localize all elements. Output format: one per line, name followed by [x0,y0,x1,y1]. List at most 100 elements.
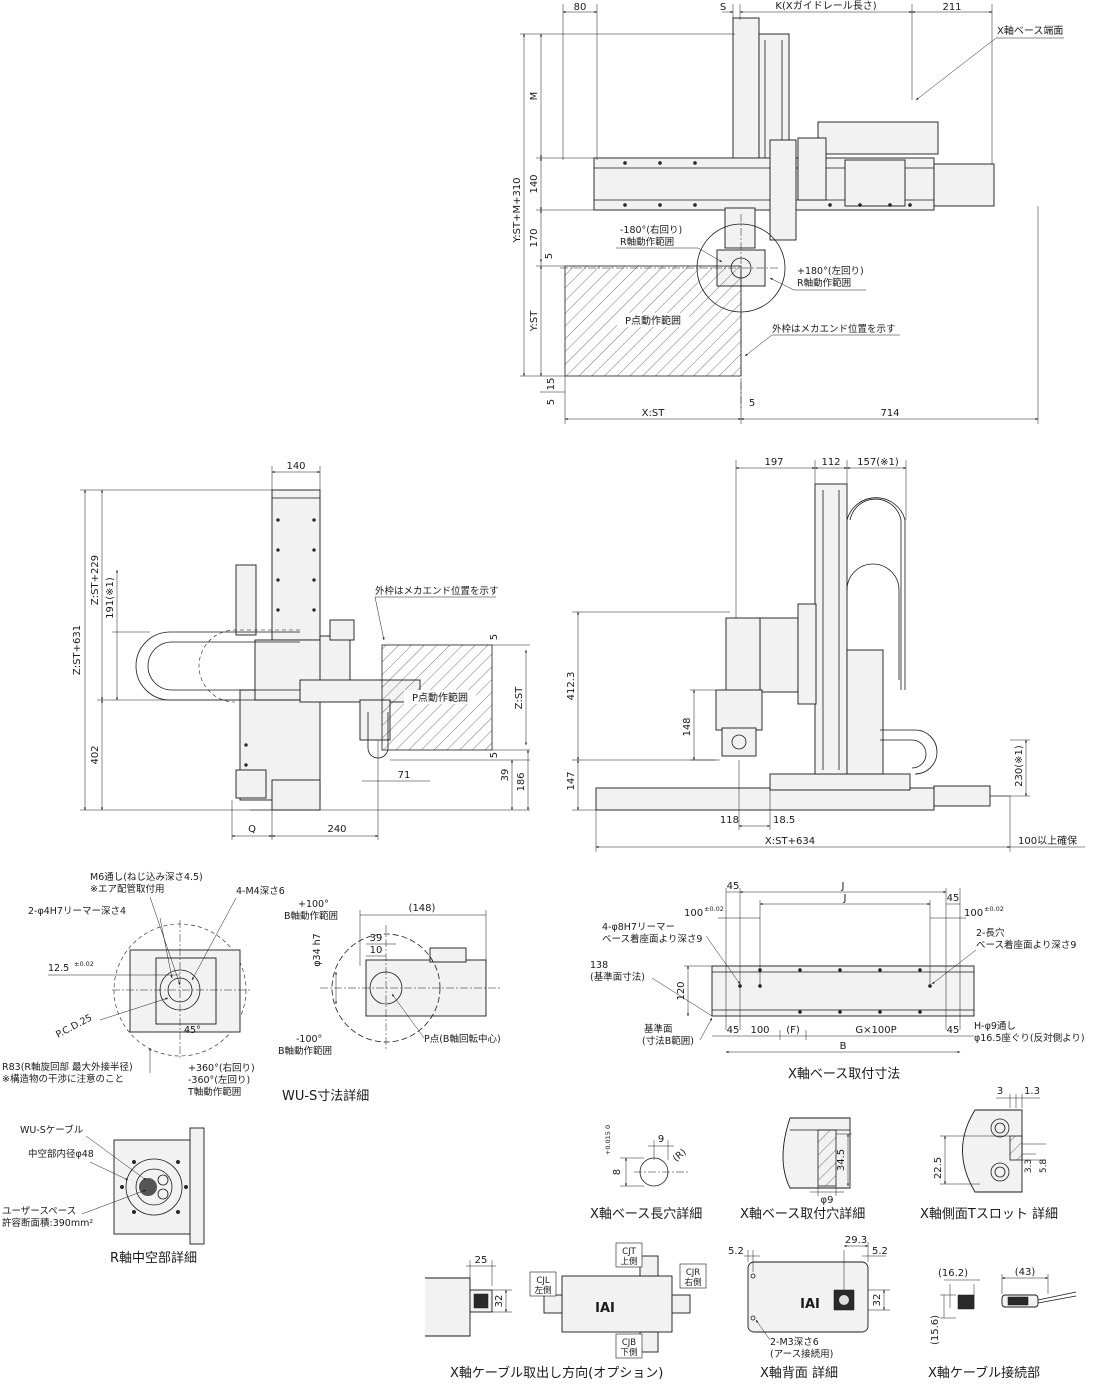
svg-text:P点動作範囲: P点動作範囲 [412,691,468,704]
side-view: 197 112 157(※1) 412.3 147 148 230(※1) 11… [566,457,1085,852]
svg-text:(R): (R) [671,1147,689,1164]
svg-text:(148): (148) [409,903,436,914]
p-range-label: P点動作範囲 [625,314,681,327]
z-axis-column [271,489,321,641]
hole-detail: 34.5 φ9 X軸ベース取付穴詳細 [740,1117,865,1222]
svg-text:-360°(左回り): -360°(左回り) [188,1074,250,1086]
svg-text:80: 80 [574,2,587,13]
svg-text:R軸動作範囲: R軸動作範囲 [797,277,851,289]
svg-text:157(※1): 157(※1) [857,457,899,468]
svg-text:中空部内径φ48: 中空部内径φ48 [28,1148,94,1160]
svg-text:※エア配管取付用: ※エア配管取付用 [90,883,164,895]
svg-text:25: 25 [475,1255,488,1266]
y-axis-column [732,17,760,167]
r-hollow-detail: WU-Sケーブル 中空部内径φ48 ユーザースペース 許容断面積:390mm² … [2,1124,205,1266]
wrist-head [724,207,756,249]
svg-text:32: 32 [872,1294,883,1307]
svg-text:100: 100 [750,1025,769,1036]
svg-text:R83(R軸旋回部 最大外接半径): R83(R軸旋回部 最大外接半径) [2,1061,133,1073]
svg-text:8: 8 [612,1169,623,1175]
wus-detail: M6通し(ねじ込み深さ4.5) ※エア配管取付用 4-M4深さ6 2-φ4H7リ… [2,872,501,1104]
svg-text:P.C.D.25: P.C.D.25 [54,1012,94,1040]
svg-text:S: S [720,2,726,13]
svg-text:45: 45 [727,881,740,892]
front-view: P点動作範囲 外枠はメカエンド位置を示す 140 Z:ST+631 Z:ST+2… [72,461,530,840]
svg-text:3.3: 3.3 [1024,1159,1034,1173]
cable-conn-caption: X軸ケーブル接続部 [928,1365,1040,1381]
svg-text:ベース着座面より深さ9: ベース着座面より深さ9 [976,939,1076,951]
svg-text:-100°: -100° [296,1034,322,1045]
svg-text:φ16.5座ぐり(反対側より): φ16.5座ぐり(反対側より) [974,1032,1085,1044]
svg-text:5: 5 [749,398,755,409]
svg-text:+0.015 0: +0.015 0 [604,1125,612,1155]
back-caption: X軸背面 詳細 [760,1365,838,1381]
svg-text:140: 140 [286,461,305,472]
svg-text:K(Xガイドレール長さ): K(Xガイドレール長さ) [775,0,876,12]
svg-text:18.5: 18.5 [773,815,795,826]
svg-text:10: 10 [370,945,383,956]
svg-text:J: J [843,893,847,904]
svg-text:100: 100 [964,908,983,919]
svg-text:左側: 左側 [534,1285,551,1296]
svg-text:5: 5 [489,634,500,640]
wus-caption: WU-S寸法詳細 [282,1088,369,1104]
top-view: P点動作範囲 80 S K(Xガイドレール長さ) 211 X軸ベース端面 M 1… [512,0,1064,424]
svg-text:外枠はメカエンド位置を示す: 外枠はメカエンド位置を示す [772,323,896,335]
svg-text:(15.6): (15.6) [930,1315,941,1345]
svg-text:2-M3深さ6: 2-M3深さ6 [770,1337,819,1348]
svg-text:(基準面寸法): (基準面寸法) [590,971,645,983]
svg-text:P点(B軸回転中心): P点(B軸回転中心) [424,1033,501,1045]
svg-text:2-長穴: 2-長穴 [976,927,1005,939]
svg-text:B軸動作範囲: B軸動作範囲 [278,1045,332,1057]
svg-text:197: 197 [764,457,783,468]
svg-text:X:ST: X:ST [642,408,666,419]
svg-text:CJT: CJT [622,1247,636,1257]
svg-text:※構造物の干渉に注意のこと: ※構造物の干渉に注意のこと [2,1073,124,1085]
svg-text:22.5: 22.5 [933,1157,944,1179]
svg-text:240: 240 [327,824,346,835]
svg-text:M: M [529,92,540,101]
svg-text:32: 32 [494,1295,505,1308]
svg-text:上側: 上側 [620,1256,637,1267]
cable-dir-caption: X軸ケーブル取出し方向(オプション) [450,1365,663,1381]
svg-text:100以上確保: 100以上確保 [1018,834,1077,847]
svg-text:140: 140 [529,174,540,193]
svg-text:5: 5 [544,253,555,259]
svg-text:φ34 h7: φ34 h7 [312,933,323,966]
svg-text:39: 39 [370,933,383,944]
svg-text:191(※1): 191(※1) [105,577,116,619]
svg-text:(F): (F) [786,1025,800,1036]
svg-text:J: J [841,881,845,892]
svg-text:Z:ST+631: Z:ST+631 [72,625,83,675]
svg-text:CJL: CJL [536,1276,549,1286]
svg-text:412.3: 412.3 [566,672,577,701]
svg-text:147: 147 [566,771,577,790]
hole-caption: X軸ベース取付穴詳細 [740,1206,865,1222]
svg-text:右側: 右側 [684,1277,701,1288]
svg-text:5.8: 5.8 [1039,1159,1049,1174]
svg-text:-180°(右回り): -180°(右回り) [620,224,682,236]
base-mount: 45 J 45 J 100 ±0.02 100 ±0.02 4-φ8H7リーマー… [590,881,1085,1082]
svg-text:(アース接続用): (アース接続用) [770,1348,833,1360]
svg-text:CJB: CJB [622,1338,636,1348]
svg-text:402: 402 [90,745,101,764]
svg-text:外枠はメカエンド位置を示す: 外枠はメカエンド位置を示す [375,585,499,597]
svg-text:34.5: 34.5 [836,1149,847,1171]
svg-text:B軸動作範囲: B軸動作範囲 [284,910,338,922]
svg-text:IAI: IAI [595,1301,615,1316]
svg-text:5: 5 [546,399,557,405]
svg-text:Z:ST: Z:ST [514,686,525,710]
svg-text:Y:ST+M+310: Y:ST+M+310 [512,177,523,243]
svg-text:+180°(左回り): +180°(左回り) [797,265,864,277]
svg-text:±0.02: ±0.02 [704,905,724,913]
svg-text:186: 186 [516,772,527,791]
svg-text:45: 45 [947,1025,960,1036]
svg-text:118: 118 [720,815,739,826]
svg-text:M6通し(ねじ込み深さ4.5): M6通し(ねじ込み深さ4.5) [90,872,203,883]
svg-text:112: 112 [821,457,840,468]
svg-text:Y:ST: Y:ST [529,310,540,332]
cable-loop [135,631,300,701]
svg-text:9: 9 [658,1134,664,1145]
svg-text:G×100P: G×100P [855,1025,896,1036]
svg-text:±0.02: ±0.02 [74,960,94,968]
